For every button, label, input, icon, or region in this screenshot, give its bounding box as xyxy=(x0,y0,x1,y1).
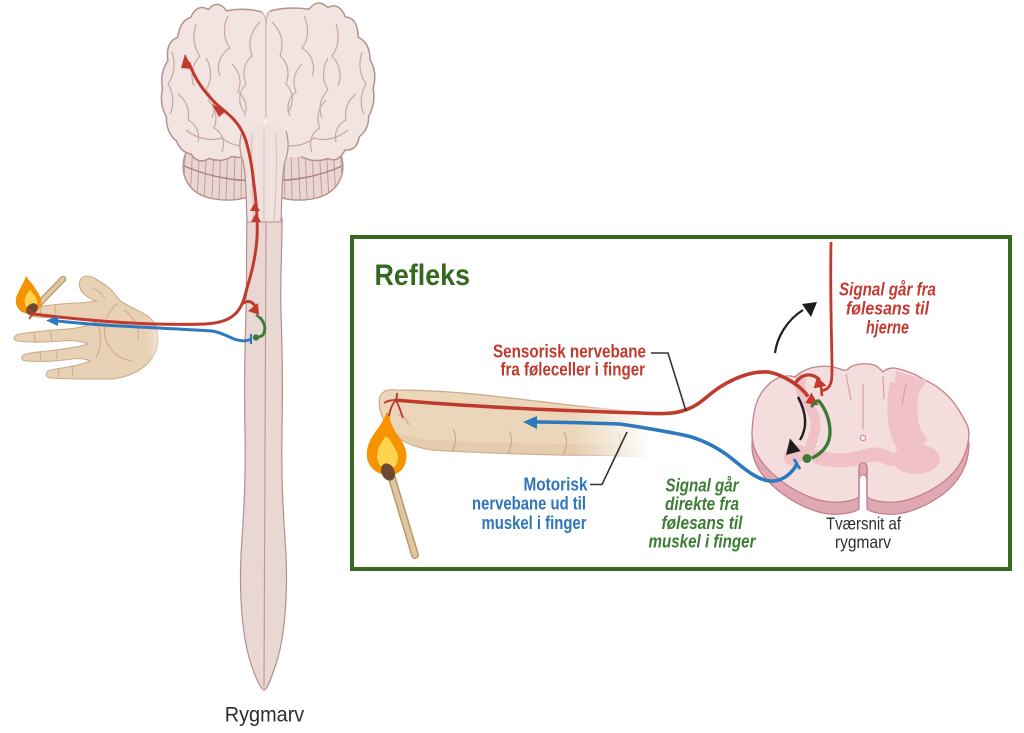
svg-text:Motorisk: Motorisk xyxy=(524,474,589,494)
svg-text:Refleks: Refleks xyxy=(375,259,471,292)
svg-text:fra føleceller i finger: fra føleceller i finger xyxy=(501,360,646,380)
svg-text:nervebane ud til: nervebane ud til xyxy=(472,494,586,514)
svg-text:følesans til: følesans til xyxy=(662,513,744,533)
svg-text:Tværsnit af: Tværsnit af xyxy=(826,514,901,534)
svg-text:rygmarv: rygmarv xyxy=(835,532,891,552)
svg-text:Sensorisk nervebane: Sensorisk nervebane xyxy=(493,342,646,362)
svg-text:følesans til: følesans til xyxy=(846,299,930,319)
svg-text:Rygmarv: Rygmarv xyxy=(225,704,305,727)
svg-text:muskel i finger: muskel i finger xyxy=(649,532,757,552)
svg-text:Signal går fra: Signal går fra xyxy=(839,279,936,299)
svg-text:direkte fra: direkte fra xyxy=(665,494,739,514)
svg-text:muskel i finger: muskel i finger xyxy=(482,513,587,533)
svg-text:hjerne: hjerne xyxy=(866,317,909,337)
svg-text:Signal går: Signal går xyxy=(666,476,740,496)
